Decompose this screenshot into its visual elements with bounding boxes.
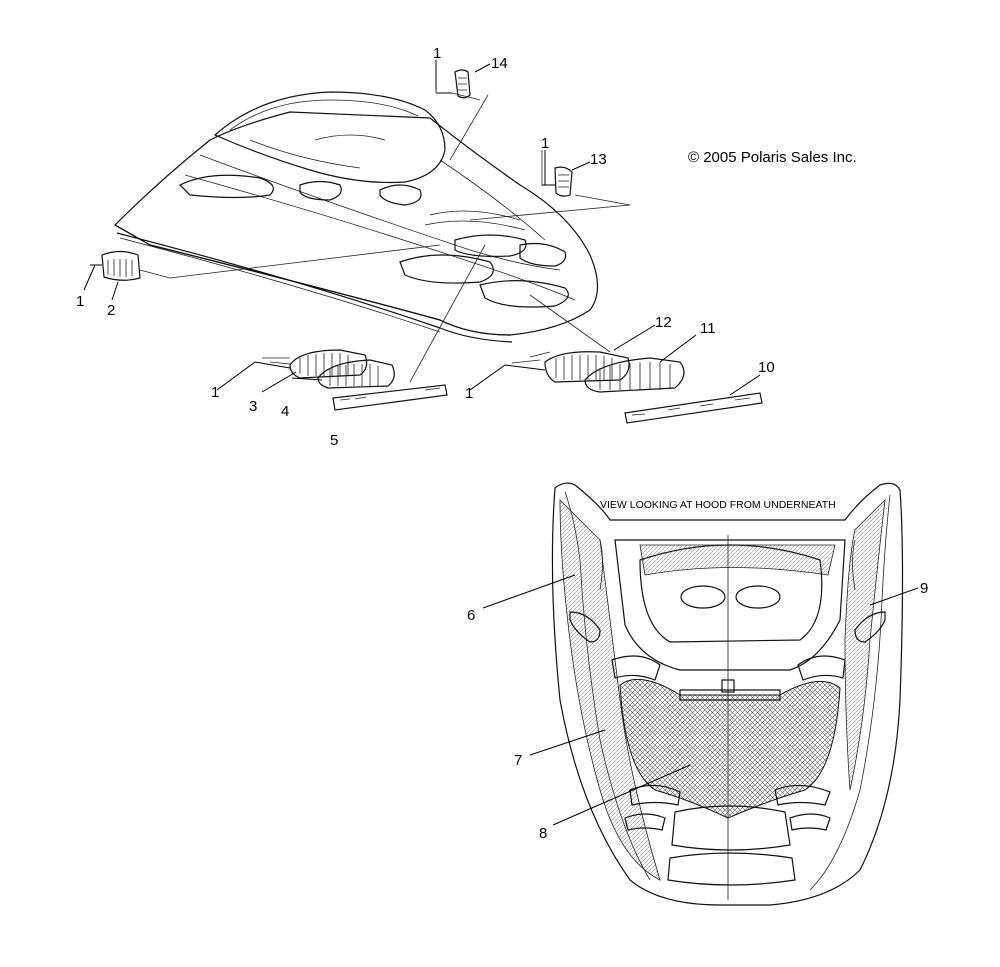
leaders-lower [482, 574, 919, 826]
part-13-vent [469, 161, 631, 221]
callout-9: 9 [920, 580, 928, 597]
callout-4: 4 [281, 403, 289, 420]
part-14-vent [436, 63, 491, 161]
callout-6: 6 [467, 607, 475, 624]
fasteners [262, 65, 551, 365]
callout-7: 7 [514, 752, 522, 769]
part-10-decal [624, 374, 763, 424]
callout-1: 1 [433, 45, 441, 62]
part-2-vent [90, 244, 441, 281]
callout-labels: 1 14 1 13 1 2 1 3 4 5 1 12 11 10 6 7 8 9 [76, 45, 928, 842]
callout-10: 10 [758, 359, 775, 376]
hood-exterior [114, 91, 599, 343]
callout-1: 1 [211, 384, 219, 401]
leaders-part-1 [83, 60, 546, 391]
callout-3: 3 [249, 398, 257, 415]
callout-2: 2 [107, 302, 115, 319]
callout-14: 14 [491, 55, 508, 72]
callout-12: 12 [655, 314, 672, 331]
copyright-text: © 2005 Polaris Sales Inc. [688, 149, 857, 166]
callout-11: 11 [700, 320, 716, 337]
part-5-decal [332, 384, 448, 411]
callout-8: 8 [539, 825, 547, 842]
view-note: VIEW LOOKING AT HOOD FROM UNDERNEATH [600, 499, 836, 511]
callout-1: 1 [541, 135, 549, 152]
part-3-4-vents [254, 244, 486, 393]
callout-1: 1 [76, 293, 84, 310]
callout-5: 5 [330, 432, 338, 449]
hood-underside [551, 482, 904, 906]
callout-13: 13 [590, 151, 607, 168]
callout-1: 1 [465, 385, 473, 402]
part-11-12-vents [504, 294, 697, 393]
